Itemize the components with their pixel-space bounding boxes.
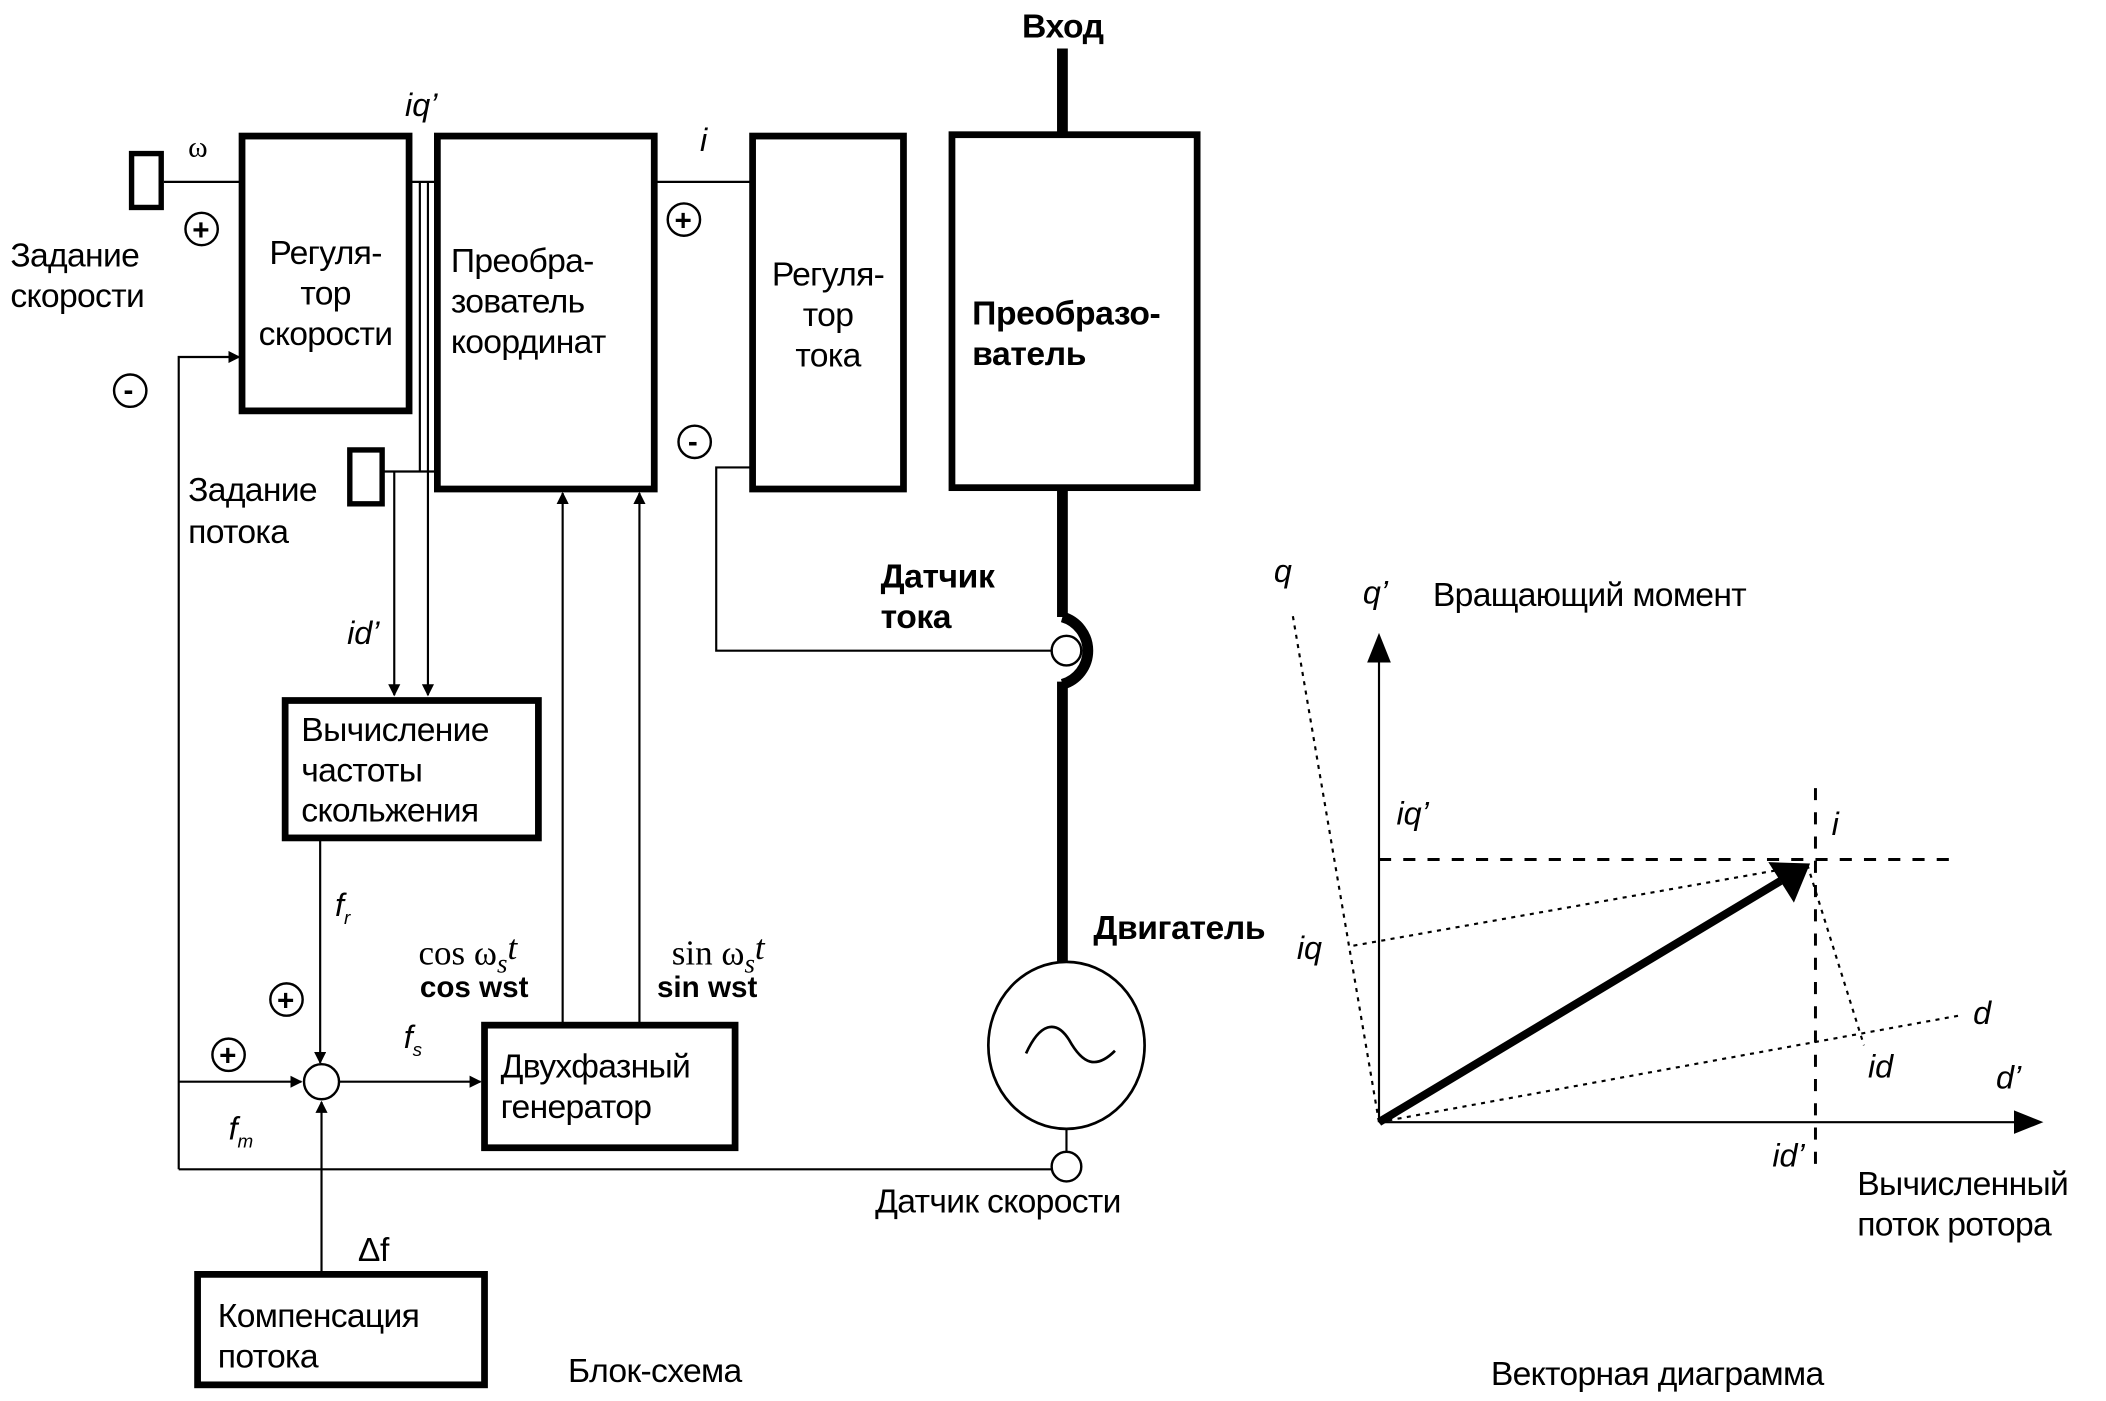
speed-sensor xyxy=(1050,1150,1083,1183)
sin-label: sin ωst xyxy=(672,928,766,978)
speed-feedback-line xyxy=(177,350,241,1170)
fr-label: fr xyxy=(335,887,351,928)
iq-label: iq xyxy=(1297,930,1322,966)
current-vector-arrowhead xyxy=(1768,862,1811,903)
flux-setpoint-terminal xyxy=(347,447,385,507)
power-converter-block xyxy=(948,131,1201,492)
flux-compensation-label-1: Компенсация xyxy=(218,1298,419,1335)
delta-f-label: Δf xyxy=(358,1232,390,1269)
svg-text:+: + xyxy=(219,1040,236,1073)
ac-wave-icon xyxy=(1024,1025,1116,1064)
coordinate-converter-label-1: Преобра- xyxy=(451,243,594,280)
svg-text:+: + xyxy=(192,214,209,247)
slip-frequency-label-3: скольжения xyxy=(301,793,478,830)
iq-projection xyxy=(1353,863,1808,947)
cos-ghost-label: cos wst xyxy=(420,971,529,1004)
flux-label-1: Вычисленный xyxy=(1857,1166,2068,1203)
current-controller-block xyxy=(749,132,907,493)
current-sensor-loop xyxy=(1060,611,1094,690)
speed-controller-label-2: тор xyxy=(300,275,350,312)
power-converter-label-2: ватель xyxy=(972,336,1086,373)
slip-frequency-block xyxy=(281,697,542,842)
q-axis-line xyxy=(1291,615,1381,1123)
speed-sensor-label: Датчик скорости xyxy=(875,1183,1121,1220)
two-phase-generator-label-2: генератор xyxy=(501,1089,652,1126)
input-label: Вход xyxy=(1022,9,1104,46)
cos-label: cos ωst xyxy=(419,928,519,978)
fm-label: fm xyxy=(229,1111,254,1152)
id-label: id xyxy=(1868,1049,1894,1085)
sin-ghost-label: sin wst xyxy=(657,971,758,1004)
current-controller-label-2: тор xyxy=(803,297,853,334)
minus-sign-current: - xyxy=(677,424,713,460)
slip-frequency-label-2: частоты xyxy=(301,752,422,789)
current-feedback-line xyxy=(715,466,1052,652)
plus-sign-fm: + xyxy=(211,1037,246,1073)
fs-label: fs xyxy=(404,1019,423,1060)
svg-text:+: + xyxy=(277,984,294,1017)
i-label: i xyxy=(1832,806,1840,842)
d-axis-line xyxy=(1378,1014,1959,1124)
slip-frequency-label-1: Вычисление xyxy=(301,712,489,749)
minus-sign-speed: - xyxy=(112,373,148,409)
motor-label: Двигатель xyxy=(1093,910,1265,947)
coordinate-converter-label-2: зователь xyxy=(451,284,585,321)
flux-label-2: поток ротора xyxy=(1857,1206,2052,1243)
speed-controller-label-1: Регуля- xyxy=(269,235,381,272)
svg-text:-: - xyxy=(123,374,133,407)
torque-label: Вращающий момент xyxy=(1433,577,1746,614)
speed-controller-block xyxy=(238,132,413,415)
d-prime-label: d’ xyxy=(1996,1059,2022,1095)
speed-setpoint-terminal xyxy=(128,150,164,211)
block-diagram-caption: Блок-схема xyxy=(568,1353,742,1390)
id-prime-label: id’ xyxy=(1772,1138,1805,1174)
plus-sign-current: + xyxy=(666,202,702,237)
vector-diagram: q’ Вращающий момент d’ Вычисленный поток… xyxy=(1274,553,2069,1393)
svg-text:+: + xyxy=(674,204,691,237)
speed-setpoint-label-2: скорости xyxy=(10,278,144,315)
q-label: q xyxy=(1274,553,1292,589)
speed-controller-label-3: скорости xyxy=(259,316,393,353)
two-phase-generator-label-1: Двухфазный xyxy=(501,1049,691,1086)
current-vector xyxy=(1376,877,1783,1126)
iq-ref-label: iq’ xyxy=(405,87,438,123)
omega-label: ω xyxy=(188,131,208,163)
d-label: d xyxy=(1973,995,1992,1031)
motor-symbol xyxy=(986,960,1146,1131)
flux-compensation-label-2: потока xyxy=(218,1338,319,1375)
flux-setpoint-label-2: потока xyxy=(188,514,289,551)
id-projection xyxy=(1806,864,1865,1046)
plus-sign-speed: + xyxy=(184,211,220,247)
id-ref-label: id’ xyxy=(347,615,380,651)
svg-text:-: - xyxy=(688,425,698,458)
vector-diagram-caption: Векторная диаграмма xyxy=(1491,1356,1825,1393)
current-sensor-label-1: Датчик xyxy=(881,558,995,595)
coordinate-converter-block xyxy=(434,132,658,493)
flux-compensation-block xyxy=(194,1271,488,1389)
current-controller-label-1: Регуля- xyxy=(772,257,884,294)
current-sensor xyxy=(1050,634,1083,667)
q-prime-label: q’ xyxy=(1363,575,1389,611)
coordinate-converter-label-3: координат xyxy=(451,324,606,361)
current-controller-label-3: тока xyxy=(795,337,861,374)
flux-setpoint-label-1: Задание xyxy=(188,472,317,509)
two-phase-generator-block xyxy=(481,1021,739,1152)
summing-junction xyxy=(302,1063,341,1101)
power-converter-label-1: Преобразо- xyxy=(972,296,1160,333)
plus-sign-fr: + xyxy=(269,982,304,1017)
current-sensor-label-2: тока xyxy=(881,599,952,636)
block-diagram: Вход ω + Задание скорости - Регуля- тор … xyxy=(10,9,1265,1390)
speed-setpoint-label-1: Задание xyxy=(10,238,139,275)
current-ref-label: i xyxy=(700,122,708,158)
iq-prime-label: iq’ xyxy=(1397,795,1430,831)
